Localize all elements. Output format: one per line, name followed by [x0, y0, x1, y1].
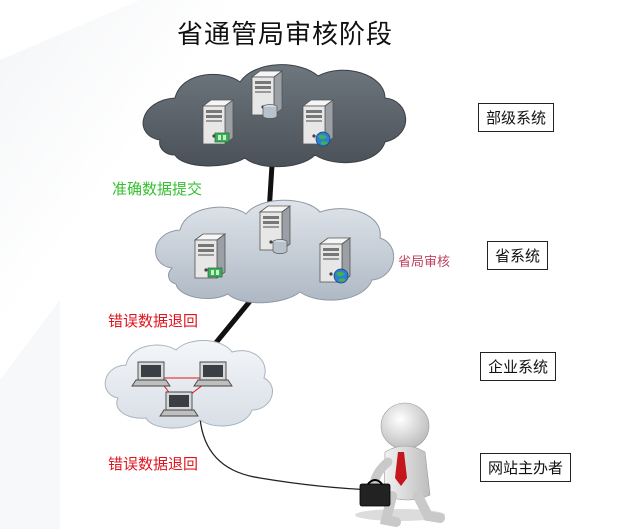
province-cloud: [155, 199, 395, 304]
return-label-top: 错误数据退回: [108, 312, 199, 330]
ministry-cloud: [142, 64, 407, 168]
ministry-system-box: 部级系统: [478, 103, 555, 132]
province-review-label: 省局审核: [398, 255, 451, 270]
link-province-enterprise: [208, 293, 257, 352]
return-label-bottom: 错误数据退回: [108, 455, 199, 473]
person-figure: [355, 402, 445, 527]
enterprise-system-box: 企业系统: [480, 352, 557, 381]
enterprise-cloud: [104, 339, 274, 429]
link-enterprise-owner: [199, 417, 376, 491]
province-system-box: 省系统: [487, 241, 549, 270]
page-title: 省通管局审核阶段: [176, 20, 393, 50]
website-owner-box: 网站主办者: [480, 453, 572, 482]
submit-label: 准确数据提交: [112, 180, 203, 198]
